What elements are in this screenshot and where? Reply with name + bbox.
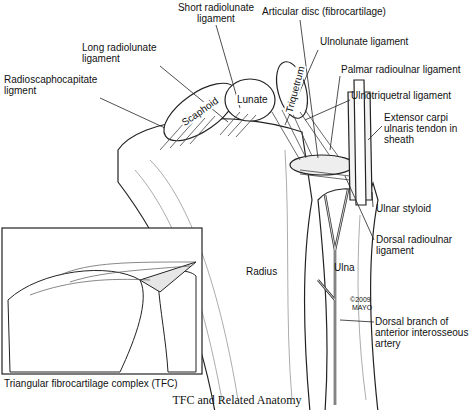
anatomy-label: Radius [246, 266, 277, 277]
anatomy-label: Radioscaphocapitate ligment [4, 74, 114, 96]
anatomy-label: Articular disc (fibrocartilage) [262, 6, 432, 17]
anatomy-label: Ulnotriquetral ligament [351, 90, 471, 101]
anatomy-label: Ulna [334, 262, 355, 273]
anatomy-label: Ulnolunate ligament [320, 36, 440, 47]
anatomy-label: Extensor carpi ulnaris tendon in sheath [384, 112, 470, 145]
artery [318, 190, 348, 405]
anatomy-label: Palmar radioulnar ligament [341, 64, 471, 75]
anatomy-label: Dorsal branch of anterior interosseous a… [375, 316, 471, 349]
anatomy-label: Long radiolunate ligament [82, 42, 172, 64]
articular-disc [290, 155, 354, 175]
figure-caption: TFC and Related Anatomy [0, 393, 474, 408]
anatomy-label: Ulnar styloid [376, 203, 431, 214]
anatomy-label: MAYO [352, 304, 372, 312]
anatomy-label: Short radiolunate ligament [168, 2, 264, 24]
anatomy-label: Lunate [236, 94, 269, 105]
anatomy-label: Triangular fibrocartilage complex (TFC) [4, 378, 224, 389]
anatomy-label: ©2009 [350, 296, 371, 304]
tfc-inset [2, 228, 202, 374]
ulna-bone [318, 183, 378, 410]
lunate-bone [225, 79, 275, 121]
anatomy-label: Dorsal radioulnar ligament [376, 234, 468, 256]
